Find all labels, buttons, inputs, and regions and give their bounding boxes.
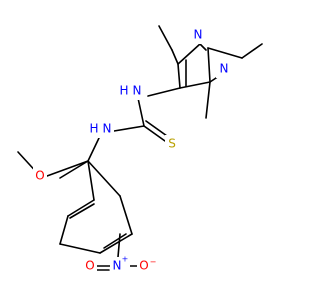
- atom-nitro-n-symbol: N: [113, 259, 122, 273]
- bond-line: [87, 160, 95, 201]
- bond-line: [119, 195, 133, 235]
- bond-line: [177, 63, 181, 89]
- atom-nh-lower-h: H: [89, 122, 98, 136]
- atom-oxygen-methoxy: O: [33, 167, 47, 185]
- atom-nh-upper: H N: [118, 82, 144, 100]
- bond-line: [46, 160, 89, 177]
- atom-nh-lower-n: N: [103, 122, 112, 136]
- atom-sulfur: S: [165, 135, 179, 153]
- bond-line: [177, 43, 201, 65]
- atom-nitro-o-left: O: [83, 257, 97, 275]
- bond-line: [103, 233, 127, 249]
- bond-line: [147, 87, 181, 97]
- bond-line: [113, 125, 145, 132]
- bond-line: [241, 43, 263, 59]
- bond-line: [137, 97, 145, 127]
- atom-oxygen-methoxy-symbol: O: [35, 169, 44, 183]
- bond-line: [69, 203, 95, 219]
- bond-line: [207, 47, 211, 83]
- atom-n1-pyrazole: N: [190, 26, 206, 44]
- atom-nh-upper-h: H: [119, 84, 128, 98]
- bond-line: [158, 25, 173, 51]
- bond-layer: [17, 25, 263, 271]
- bond-line: [171, 49, 179, 65]
- molecule-structure: N N H N H N S O N + O O −: [17, 25, 263, 275]
- atom-nitro-o-right-charge: −: [150, 258, 157, 267]
- bond-line: [67, 199, 95, 217]
- atom-nitro-o-left-symbol: O: [85, 259, 94, 273]
- bond-line: [99, 233, 133, 254]
- bond-line: [87, 137, 100, 162]
- atom-n2-symbol: N: [220, 62, 229, 76]
- atom-nitro-o-right: O −: [137, 257, 159, 275]
- atom-nh-upper-n: N: [133, 84, 142, 98]
- bond-line: [117, 233, 121, 258]
- atom-nh-lower: H N: [88, 120, 114, 138]
- atom-nitro-n: N +: [110, 255, 130, 275]
- bond-line: [179, 81, 211, 89]
- atom-nitro-n-charge: +: [122, 255, 129, 264]
- bond-line: [87, 160, 121, 197]
- bond-line: [145, 120, 168, 137]
- bond-line: [143, 125, 166, 142]
- atom-nitro-o-right-symbol: O: [139, 259, 148, 273]
- atom-n2-pyrazole: N: [216, 60, 232, 78]
- atom-sulfur-symbol: S: [168, 137, 176, 151]
- bond-line: [59, 243, 101, 254]
- bond-line: [207, 47, 243, 59]
- bond-line: [205, 81, 211, 119]
- bond-line: [59, 160, 89, 179]
- atom-n1-symbol: N: [194, 28, 203, 42]
- bond-line: [59, 215, 69, 245]
